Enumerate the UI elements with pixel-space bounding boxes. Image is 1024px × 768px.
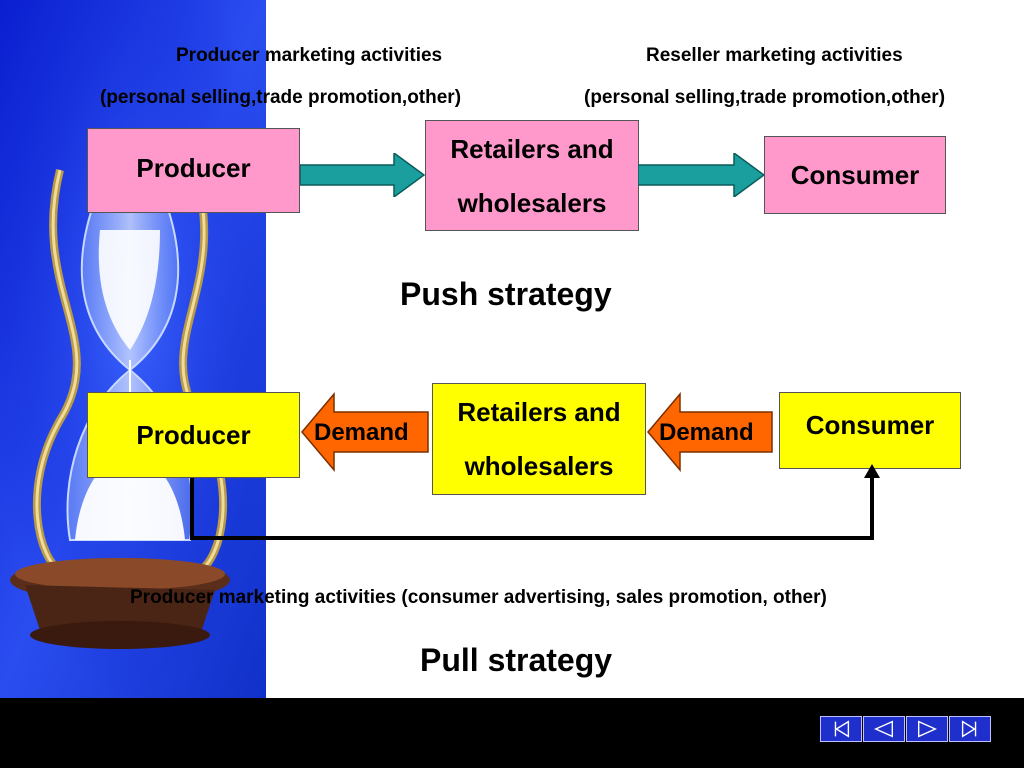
push-consumer-label: Consumer [790, 160, 920, 190]
push-reseller-activities-detail: (personal selling,trade promotion,other) [584, 87, 946, 108]
pull-producer-box: Producer [87, 392, 300, 478]
push-producer-box: Producer [87, 128, 300, 213]
pull-demand-left-label: Demand [314, 419, 409, 446]
pull-strategy-title: Pull strategy [420, 642, 613, 678]
previous-slide-icon [873, 720, 893, 738]
push-producer-label: Producer [136, 152, 251, 183]
push-consumer-box: Consumer [764, 136, 946, 214]
push-arrow-right-2 [638, 153, 766, 197]
next-slide-button[interactable] [906, 716, 948, 742]
push-retailers-box: Retailers and wholesalers [425, 120, 639, 231]
pull-retailers-line2: wholesalers [464, 451, 614, 481]
push-producer-activities-detail: (personal selling,trade promotion,other) [100, 87, 462, 108]
pull-demand-right-label: Demand [659, 419, 754, 446]
pull-activities-label: Producer marketing activities (consumer … [130, 587, 827, 608]
last-slide-button[interactable] [949, 716, 991, 742]
push-retailers-line2: wholesalers [457, 187, 607, 218]
push-retailers-line1: Retailers and [450, 133, 614, 164]
push-reseller-activities-title: Reseller marketing activities [646, 45, 903, 66]
first-slide-button[interactable] [820, 716, 862, 742]
pull-demand-arrow-left: Demand [300, 392, 430, 472]
push-producer-activities-title: Producer marketing activities [176, 45, 443, 66]
pull-demand-arrow-right: Demand [646, 392, 774, 472]
pull-retailers-box: Retailers and wholesalers [432, 383, 646, 495]
push-arrow-right-1 [300, 153, 426, 197]
previous-slide-button[interactable] [863, 716, 905, 742]
pull-consumer-label: Consumer [805, 409, 935, 440]
last-slide-icon [961, 720, 977, 738]
push-strategy-title: Push strategy [400, 276, 612, 312]
pull-producer-label: Producer [136, 420, 251, 450]
pull-connector-line [190, 464, 880, 540]
next-slide-icon [918, 720, 938, 738]
pull-consumer-box: Consumer [779, 392, 961, 469]
pull-retailers-line1: Retailers and [457, 397, 621, 427]
first-slide-icon [834, 720, 850, 738]
